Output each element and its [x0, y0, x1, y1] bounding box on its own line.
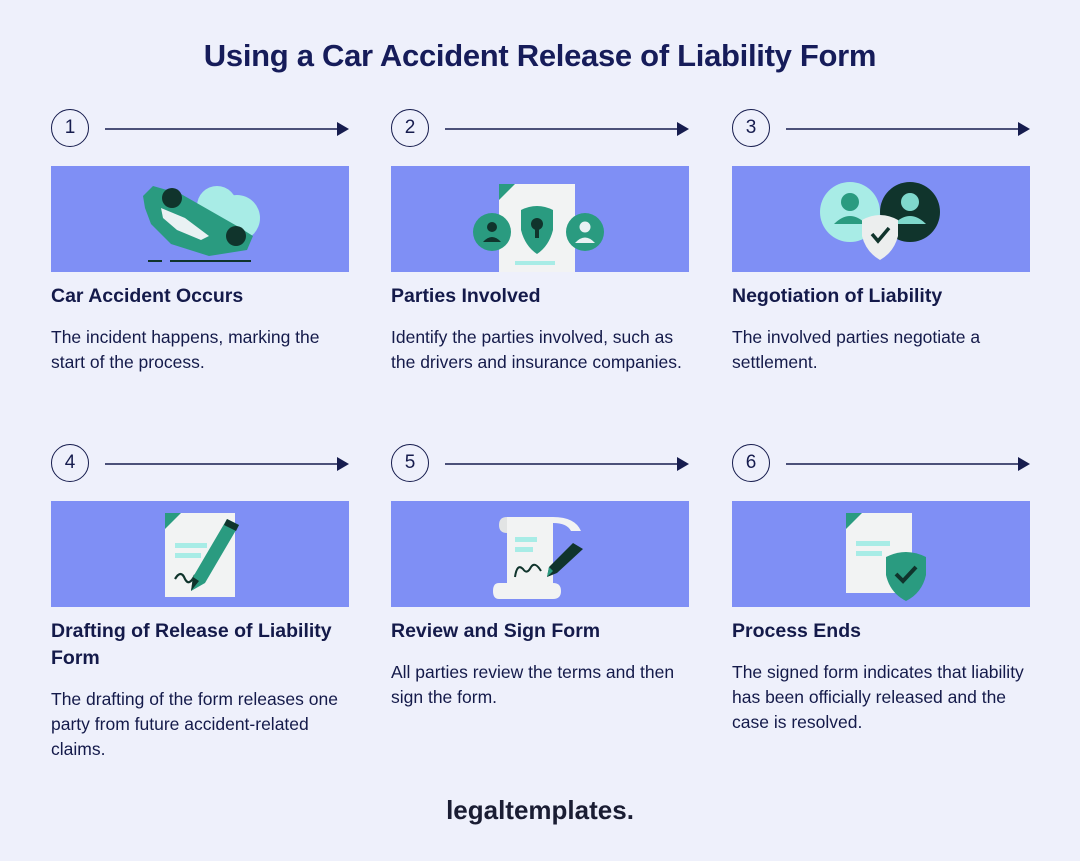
step-description: The drafting of the form releases one pa… [51, 689, 338, 759]
step-number: 2 [391, 109, 429, 147]
step-title: Car Accident Occurs [51, 285, 244, 307]
step-header: 2 [391, 109, 689, 149]
negotiation-shield-icon [820, 182, 940, 260]
parties-document-icon [473, 184, 604, 272]
arrow-right-icon [445, 457, 689, 471]
step-number: 4 [51, 444, 89, 482]
arrow-right-icon [105, 122, 349, 136]
step-title: Negotiation of Liability [732, 285, 943, 307]
step-header: 1 [51, 109, 349, 149]
page-title: Using a Car Accident Release of Liabilit… [203, 38, 877, 73]
step-5: 5 Review and Sign Form All parties revie… [391, 444, 689, 707]
step-number: 6 [732, 444, 770, 482]
step-1: 1 Car Accident Occurs The incident happe… [51, 109, 349, 372]
car-crash-icon [143, 186, 260, 262]
step-banner [732, 166, 1030, 272]
step-banner [51, 501, 349, 607]
signed-scroll-icon [493, 517, 583, 599]
step-description: The incident happens, marking the start … [51, 327, 320, 372]
step-banner [391, 501, 689, 607]
step-header: 4 [51, 444, 349, 484]
step-4: 4 Drafting of Release of Liability Form … [51, 444, 349, 759]
step-header: 6 [732, 444, 1030, 484]
step-title: Review and Sign Form [391, 620, 601, 642]
document-check-icon [846, 513, 926, 601]
step-title: Drafting of Release of Liability Form [51, 620, 332, 669]
step-header: 3 [732, 109, 1030, 149]
arrow-right-icon [786, 122, 1030, 136]
step-2: 2 Parties Involved Identify the parties … [391, 109, 689, 372]
step-description: All parties review the terms and then si… [391, 662, 675, 707]
step-description: The signed form indicates that liability… [732, 662, 1024, 732]
step-banner [51, 166, 349, 272]
step-header: 5 [391, 444, 689, 484]
step-6: 6 Process Ends The signed form indicates… [732, 444, 1030, 732]
step-number: 3 [732, 109, 770, 147]
step-description: Identify the parties involved, such as t… [391, 327, 682, 372]
step-banner [732, 501, 1030, 607]
step-title: Process Ends [732, 620, 861, 642]
step-description: The involved parties negotiate a settlem… [732, 327, 981, 372]
document-pen-icon [165, 513, 239, 597]
step-number: 1 [51, 109, 89, 147]
step-banner [391, 166, 689, 272]
step-number: 5 [391, 444, 429, 482]
arrow-right-icon [445, 122, 689, 136]
arrow-right-icon [105, 457, 349, 471]
step-3: 3 Negotiation of Liability The involved … [732, 109, 1030, 372]
brand-logo: legaltemplates. [446, 795, 634, 825]
arrow-right-icon [786, 457, 1030, 471]
step-title: Parties Involved [391, 285, 541, 307]
